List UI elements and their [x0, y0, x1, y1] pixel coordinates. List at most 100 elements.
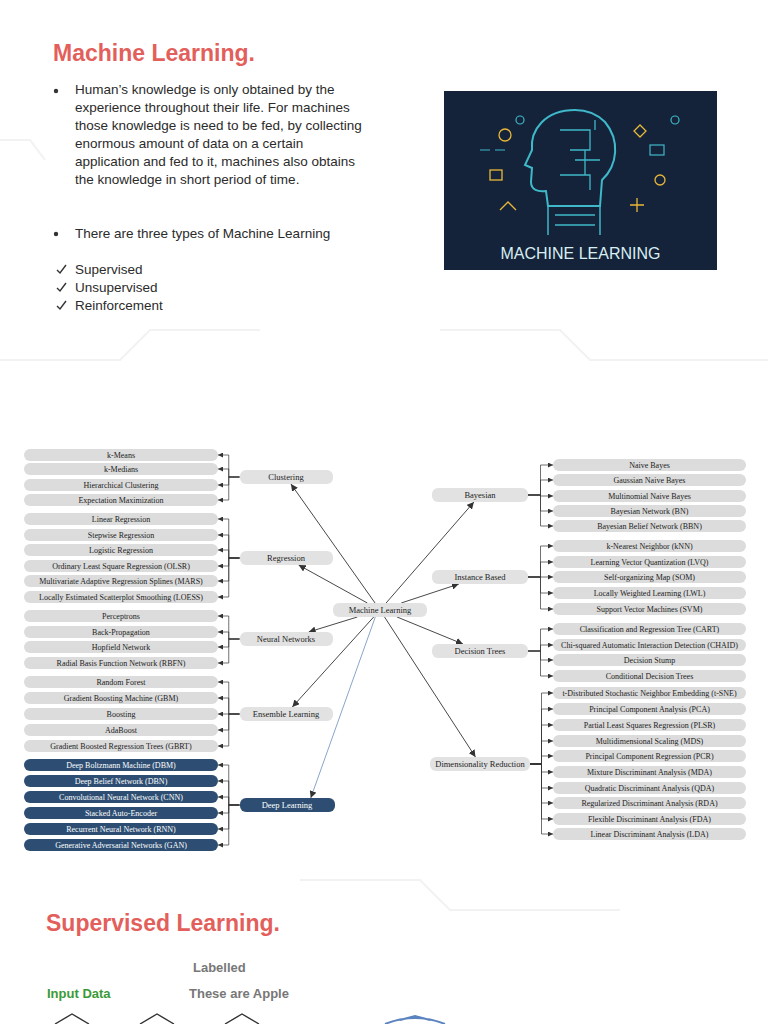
algorithm-node: Deep Belief Network (DBN)	[24, 775, 218, 787]
node-text: Stacked Auto-Encoder	[85, 809, 157, 818]
node-text: Principal Component Regression (PCR)	[585, 752, 713, 761]
node-text: Dimensionality Reduction	[435, 759, 524, 769]
node-text: Deep Learning	[262, 800, 313, 810]
algorithm-node: Expectation Maximization	[24, 494, 218, 506]
node-text: Linear Discriminant Analysis (LDA)	[591, 830, 709, 839]
category-node: Regression	[240, 551, 333, 565]
node-text: Logistic Regression	[89, 546, 153, 555]
connector	[218, 632, 240, 639]
algorithm-node: Mixture Discriminant Analysis (MDA)	[553, 766, 746, 778]
algorithm-node: Hierarchical Clustering	[24, 479, 218, 491]
node-text: Hopfield Network	[92, 643, 150, 652]
algorithm-node: Stacked Auto-Encoder	[24, 807, 218, 819]
node-text: Locally Weighted Learning (LWL)	[594, 589, 706, 598]
checkmark	[57, 283, 66, 291]
node-text: k-Means	[107, 451, 135, 460]
bullet-dot	[54, 232, 58, 236]
node-text: Decision Trees	[455, 646, 506, 656]
algorithm-node: Principal Component Regression (PCR)	[553, 750, 746, 762]
ml-illustration	[444, 91, 717, 270]
connector	[528, 645, 553, 651]
algorithm-node: Recurrent Neural Network (RNN)	[24, 823, 218, 835]
algorithm-node: Principal Component Analysis (PCA)	[553, 703, 746, 715]
tech-icons	[480, 116, 679, 155]
node-text: Linear Regression	[92, 515, 150, 524]
algorithm-node: Back-Propagation	[24, 626, 218, 638]
category-node: Decision Trees	[432, 644, 528, 658]
algorithm-node: Chi-squared Automatic Interaction Detect…	[553, 639, 746, 651]
node-text: Partial Least Squares Regression (PLSR)	[584, 721, 716, 730]
node-text: Naive Bayes	[629, 461, 670, 470]
algorithm-node: k-Medians	[24, 463, 218, 475]
icon	[499, 129, 511, 141]
connector	[218, 519, 240, 558]
bullet-text: There are three types of Machine Learnin…	[75, 225, 330, 243]
algorithm-node: Quadratic Discriminant Analysis (QDA)	[553, 782, 746, 794]
algorithm-node: Gradient Boosting Machine (GBM)	[24, 692, 218, 704]
category-node: Clustering	[240, 470, 333, 484]
algorithm-node: t-Distributed Stochastic Neighbor Embedd…	[553, 687, 746, 699]
algorithm-node: Partial Least Squares Regression (PLSR)	[553, 719, 746, 731]
connector	[218, 765, 240, 805]
node-text: Deep Belief Network (DBN)	[75, 777, 168, 786]
connector	[530, 741, 553, 764]
node-text: Classification and Regression Tree (CART…	[580, 625, 720, 634]
node-text: Machine Learning	[349, 605, 412, 615]
category-node: Bayesian	[432, 488, 528, 502]
node-text: Neural Networks	[257, 634, 315, 644]
node-text: Multinomial Naive Bayes	[608, 492, 691, 501]
node-text: Quadratic Discriminant Analysis (QDA)	[585, 784, 715, 793]
connector	[299, 565, 368, 603]
node-text: Bayesian Network (BN)	[611, 507, 689, 516]
circuit-line	[0, 330, 260, 360]
connector	[530, 725, 553, 764]
algorithm-node: Flexible Discriminant Analysis (FDA)	[553, 813, 746, 825]
connector	[528, 465, 553, 495]
connector	[218, 469, 240, 477]
connector	[397, 617, 463, 644]
icon	[630, 198, 644, 212]
illustration-ground	[444, 91, 717, 270]
circuit-texture	[0, 140, 768, 910]
algorithm-node: Linear Discriminant Analysis (LDA)	[553, 828, 746, 840]
algorithm-node: Locally Weighted Learning (LWL)	[553, 587, 746, 599]
icon	[490, 170, 502, 180]
node-text: Multivariate Adaptive Regression Splines…	[39, 577, 203, 586]
tech-icons	[490, 125, 665, 212]
node-text: k-Medians	[104, 465, 138, 474]
connector	[218, 682, 240, 714]
algorithm-node: Convolutional Neural Network (CNN)	[24, 791, 218, 803]
connector	[385, 617, 476, 757]
icon	[480, 149, 505, 150]
algorithm-node: Stepwise Regression	[24, 529, 218, 541]
node-text: Conditional Decision Trees	[606, 672, 694, 681]
icon	[650, 145, 664, 155]
node-text: Expectation Maximization	[78, 496, 163, 505]
node-text: Ensemble Learning	[253, 709, 319, 719]
node-text: Bayesian Belief Network (BBN)	[597, 522, 702, 531]
algorithm-node: Logistic Regression	[24, 544, 218, 556]
model-icon	[385, 1016, 445, 1024]
circuit-line	[0, 140, 45, 160]
icon	[634, 125, 646, 137]
algorithm-node: Radial Basis Function Network (RBFN)	[24, 657, 218, 669]
icon	[655, 175, 665, 185]
algorithm-node: Bayesian Belief Network (BBN)	[553, 520, 746, 532]
annotation-label: Input Data	[47, 986, 111, 1001]
algorithm-node: Self-organizing Map (SOM)	[553, 571, 746, 583]
bullet-text: Human’s knowledge is only obtained by th…	[75, 81, 367, 189]
check-item: Supervised	[75, 261, 143, 279]
algorithm-node: Gradient Boosted Regression Trees (GBRT)	[24, 740, 218, 752]
node-text: Multidimensional Scaling (MDS)	[596, 737, 704, 746]
node-text: Flexible Discriminant Analysis (FDA)	[588, 815, 711, 824]
connector	[386, 502, 474, 603]
connector	[530, 709, 553, 764]
algorithm-node: Deep Boltzmann Machine (DBM)	[24, 759, 218, 771]
algorithm-node: Hopfield Network	[24, 641, 218, 653]
connector	[291, 484, 375, 603]
connector	[528, 480, 553, 495]
connector	[218, 714, 240, 746]
node-text: Perceptrons	[102, 612, 140, 621]
node-text: Deep Boltzmann Machine (DBM)	[66, 761, 176, 770]
node-text: Recurrent Neural Network (RNN)	[66, 825, 176, 834]
